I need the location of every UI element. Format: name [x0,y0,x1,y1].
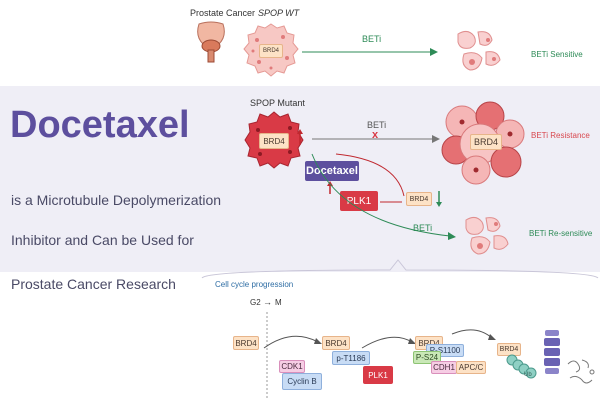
blocked-x-mark: x [372,129,379,141]
cycle-arrows [263,329,496,349]
cycle-plk1-box: PLK1 [363,366,393,384]
ubiquitin-chain-icon [506,354,537,379]
headline-docetaxel: Docetaxel [10,104,190,146]
cycle-brd4-1: BRD4 [233,336,259,350]
spop-wt-label: SPOP WT [258,8,300,18]
brd4-resistance-box: BRD4 [470,134,502,150]
apoptotic-cell-bottom-icon [465,216,509,255]
apoptotic-cell-top-icon [457,30,501,71]
beti-top-label: BETi [362,34,382,44]
brd4-increase-arrow [297,129,303,145]
m-label: M [275,298,282,307]
brd4-wt-box: BRD4 [259,44,283,58]
g2-label: G2 [250,298,261,307]
plk1-box: PLK1 [340,191,378,211]
cycle-bracket [201,259,599,279]
pt1186-box: p-T1186 [332,351,370,365]
degraded-peptides-icon [567,359,595,384]
cell-cycle-title: Cell cycle progression [215,280,294,289]
g2-m-divider [266,312,268,400]
g2-m-arrow: → [263,297,272,307]
cdk1-box: CDK1 [279,360,305,373]
headline-line-2: Inhibitor and Can be Used for [11,232,194,248]
cyclin-b-box: Cyclin B [282,373,322,390]
cycle-brd4-2: BRD4 [322,336,350,350]
brd4-mutant-box: BRD4 [259,133,289,149]
prostate-cancer-label: Prostate Cancer [190,8,256,18]
ps24-box: P-S24 [413,351,441,364]
beti-resistance-label: BETi Resistance [531,131,590,140]
beti-lower-label: BETi [413,223,433,233]
cdh1-box: CDH1 [431,361,457,374]
beti-blocked-arrow [312,135,440,143]
top-band [0,0,600,86]
beti-blocked-label: BETi [367,120,387,130]
proteasome-icon [544,330,560,374]
spop-mutant-label: SPOP Mutant [250,98,305,108]
apcc-box: APC/C [456,361,486,374]
brd4-decrease-arrow [436,191,442,207]
headline-line-1: is a Microtubule Depolymerization [11,192,222,208]
prostate-organ-icon [197,21,225,63]
beti-resensitive-label: BETi Re-sensitive [529,229,593,238]
pathway-curves [311,153,456,240]
beti-sensitive-arrow [302,48,438,56]
headline-line-3: Prostate Cancer Research [11,276,176,292]
beti-sensitive-label: BETi Sensitive [531,50,583,59]
ub-label: Ub [524,372,532,378]
brd4-degradation-box: BRD4 [406,192,432,206]
